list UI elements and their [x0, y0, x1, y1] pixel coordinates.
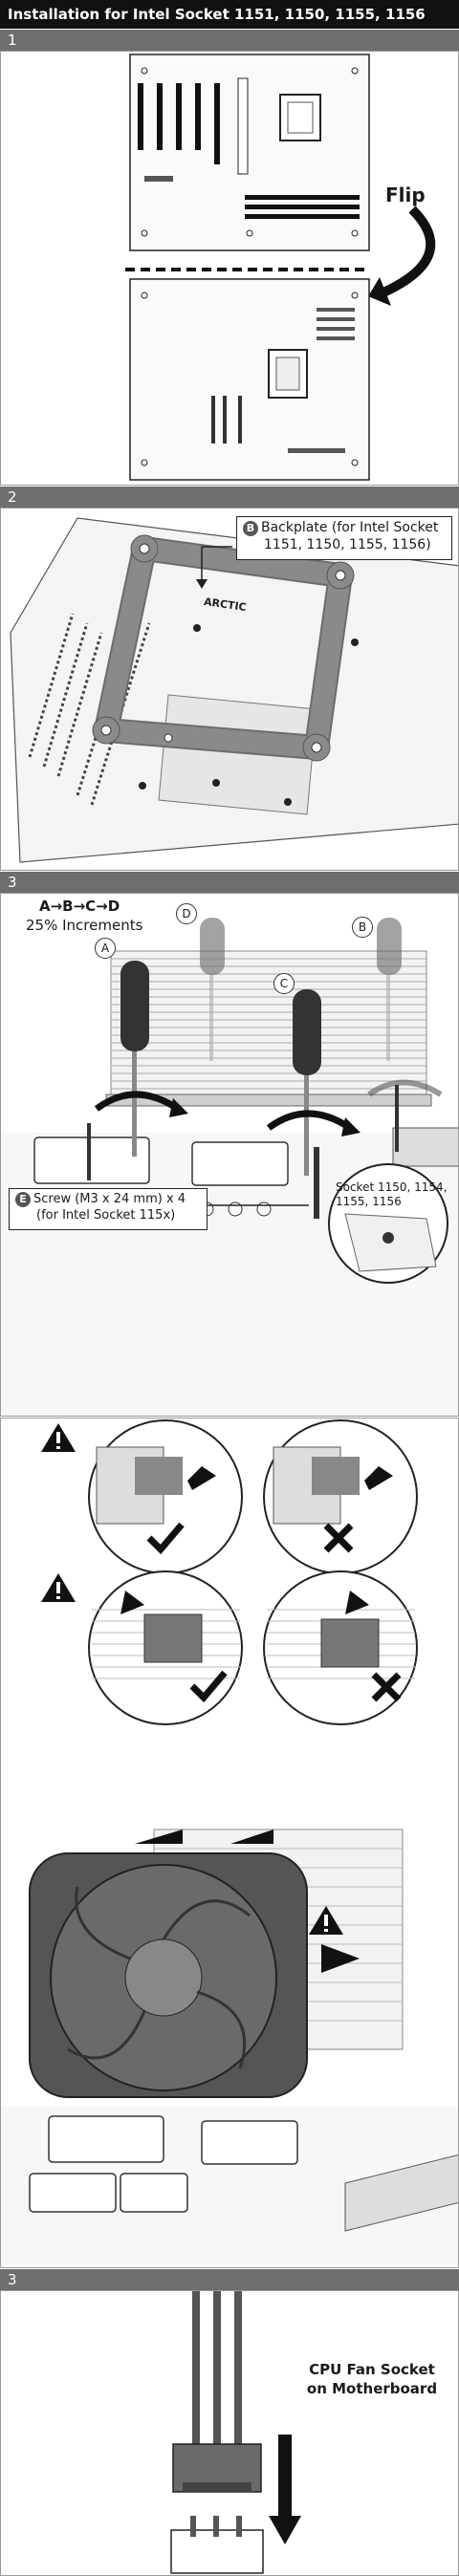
step-4-illustration	[1, 1419, 458, 2267]
step-6-number: 3	[8, 2271, 17, 2288]
backplate	[92, 534, 355, 762]
screw-text-line2: (for Intel Socket 115x)	[36, 1208, 176, 1223]
fan	[29, 1852, 308, 2098]
socket-zoom-line1: Socket 1150, 1154,	[336, 1180, 448, 1194]
step-2-header: 2	[0, 487, 459, 508]
tighten-order: A→B→C→D	[39, 898, 120, 915]
latch-wrong-circle	[263, 1570, 418, 1725]
screw-letter-a: A	[95, 938, 116, 959]
socket-zoom-label: Socket 1150, 1154, 1155, 1156	[336, 1180, 448, 1209]
step-3-illustration	[1, 918, 458, 1416]
screw-letter-c: C	[273, 973, 295, 994]
step-1-illustration	[125, 54, 436, 481]
clip-correct-circle	[88, 1419, 243, 1574]
step-2-number: 2	[8, 488, 17, 506]
step-3-number: 3	[8, 874, 17, 891]
socket-area	[158, 694, 317, 815]
step-1-number: 1	[8, 32, 17, 49]
warning-icon	[41, 1423, 76, 1452]
latch-correct-circle	[88, 1570, 243, 1725]
socket-zoom-line2: 1155, 1156	[336, 1195, 402, 1208]
clip-wrong-circle	[263, 1419, 418, 1574]
screw-badge: E	[15, 1192, 31, 1207]
warning-icon-3	[309, 1906, 343, 1935]
page-title: Installation for Intel Socket 1151, 1150…	[0, 0, 459, 29]
fan-socket-line1: CPU Fan Socket	[309, 2361, 435, 2378]
screw-letter-b: B	[352, 917, 373, 938]
step-2-illustration	[10, 517, 458, 863]
down-arrow-icon	[269, 2435, 301, 2544]
flip-arrow-icon	[381, 206, 436, 297]
step-6-panel: CPU Fan Socket on Motherboard	[0, 2290, 459, 2576]
screw-text-line1: Screw (M3 x 24 mm) x 4	[33, 1192, 186, 1206]
heatsink	[105, 950, 432, 1107]
screw-letter-d: D	[176, 903, 197, 924]
backplate-text-line2: 1151, 1150, 1155, 1156)	[264, 537, 431, 552]
backplate-badge: B	[243, 521, 258, 536]
step-4-panel	[0, 1418, 459, 2268]
board-pin-rows	[28, 613, 151, 806]
fan-socket-line2: on Motherboard	[306, 2380, 438, 2397]
fan-connector-plug	[172, 2443, 262, 2493]
warning-icon-2	[41, 1573, 76, 1602]
backplate-text-line1: Backplate (for Intel Socket	[261, 520, 439, 535]
backplate-screws	[139, 624, 359, 806]
step-1-panel: Flip	[0, 51, 459, 486]
step-6-header: 3	[0, 2269, 459, 2290]
step-1-header: 1	[0, 30, 459, 51]
motherboard-front	[129, 54, 370, 251]
screwdrivers	[120, 918, 402, 1176]
step-3-header: 3	[0, 872, 459, 893]
fan-socket-label: CPU Fan Socket on Motherboard	[305, 2360, 439, 2398]
step-6-illustration	[170, 2291, 301, 2574]
increments-label: 25% Increments	[26, 917, 143, 934]
flip-label: Flip	[385, 184, 426, 206]
motherboard-back	[129, 278, 370, 481]
fan-cable	[192, 2291, 242, 2449]
fan-socket-header	[170, 2516, 264, 2574]
